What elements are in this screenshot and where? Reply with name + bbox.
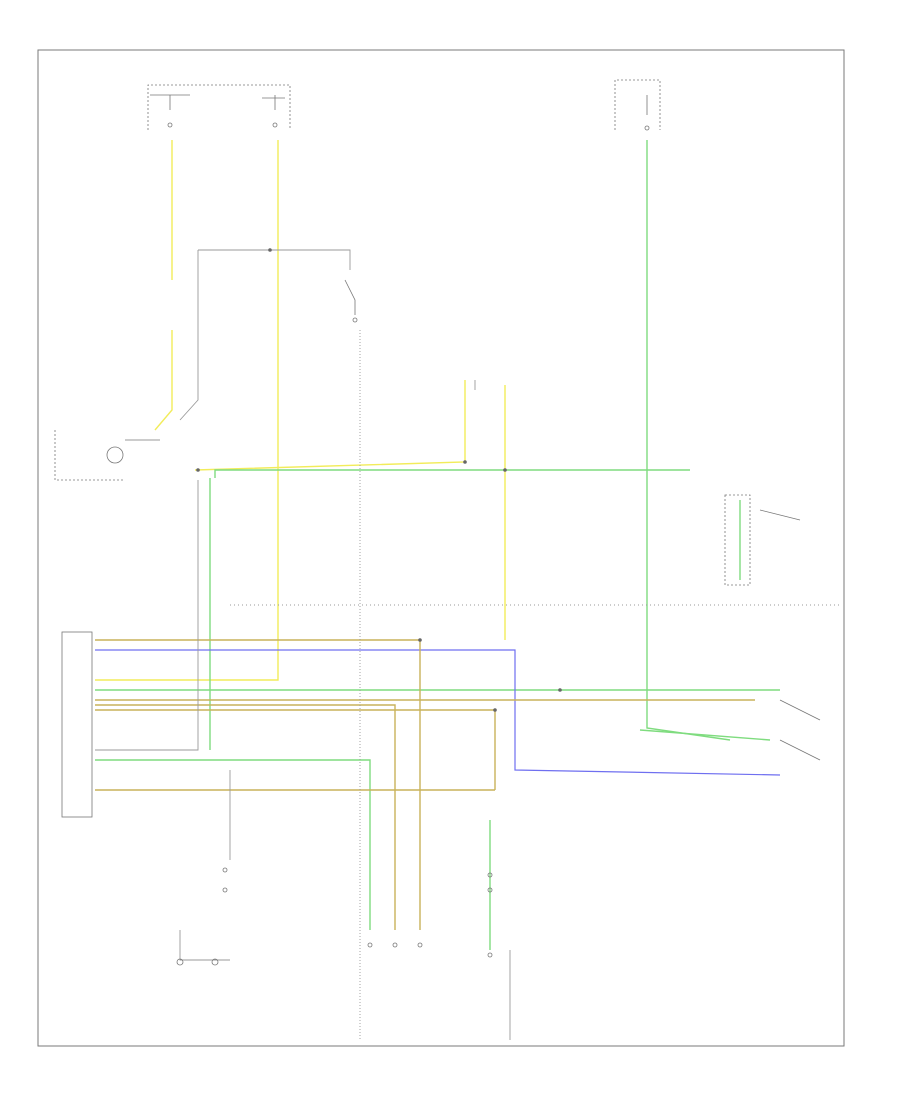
throttle-sensor bbox=[367, 942, 423, 948]
gray-wires bbox=[95, 249, 840, 1040]
tan-wires bbox=[95, 639, 755, 930]
fuse-block-left bbox=[147, 84, 291, 130]
blue-wire bbox=[95, 649, 781, 776]
park-neutral-switch bbox=[222, 867, 493, 958]
brake-switch bbox=[344, 279, 358, 323]
diagram-frame bbox=[37, 49, 845, 1047]
combination-meter bbox=[54, 430, 160, 481]
engine-control-module bbox=[61, 631, 93, 818]
cruise-switch bbox=[724, 494, 821, 761]
green-wires bbox=[95, 140, 780, 950]
connector-dots bbox=[196, 248, 562, 712]
fuse-block-right bbox=[614, 79, 661, 131]
yellow-wires bbox=[95, 140, 506, 681]
vehicle-speed-sensor bbox=[176, 958, 219, 966]
